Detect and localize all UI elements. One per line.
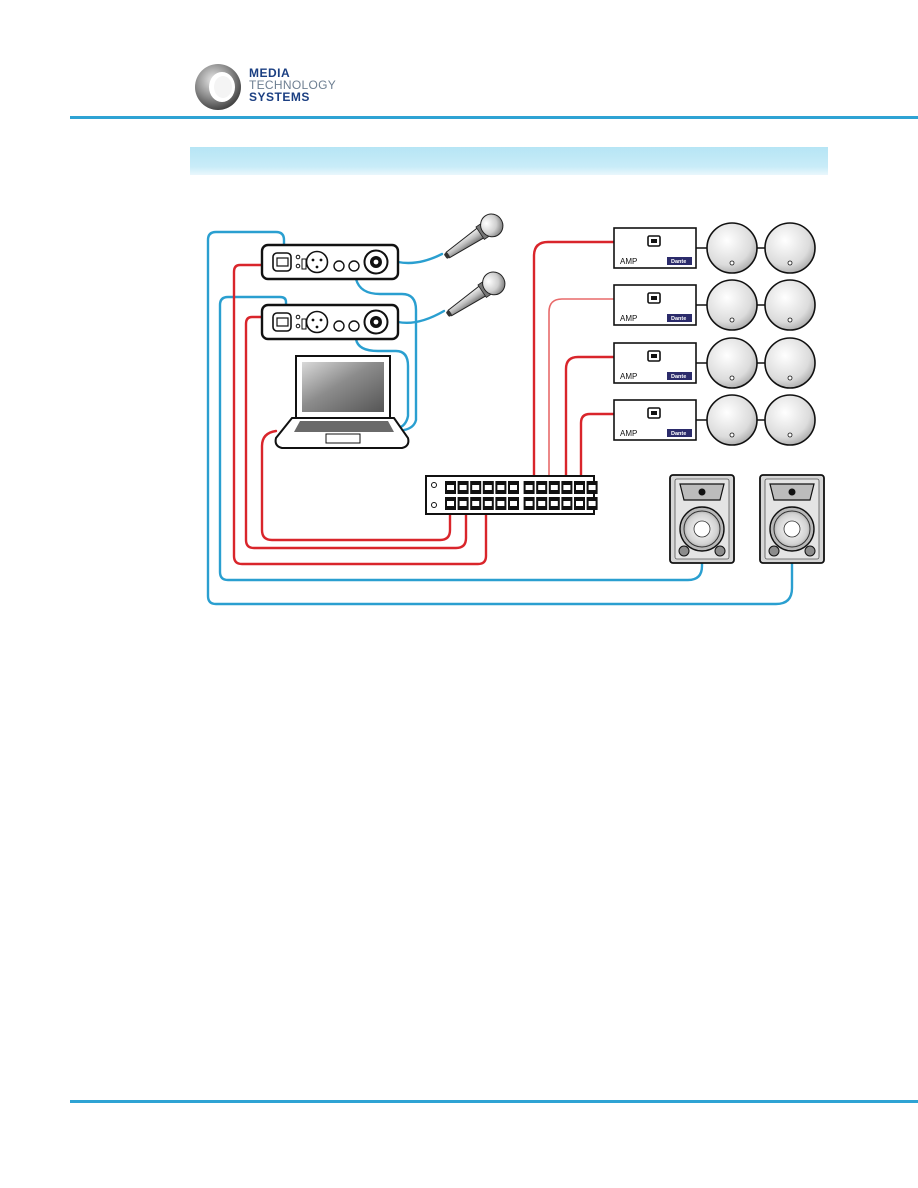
- logo-line-technology: TECHNOLOGY: [249, 78, 337, 92]
- amplifier-2: AMP Dante: [613, 284, 697, 326]
- switch-port-socket: [497, 501, 505, 506]
- amp-label: AMP: [620, 372, 637, 381]
- logo-line-media: MEDIA: [249, 66, 291, 80]
- dante-badge: Dante: [671, 431, 686, 437]
- switch-port-socket: [459, 501, 467, 506]
- amp-label: AMP: [620, 314, 637, 323]
- switch-port-socket: [538, 485, 546, 490]
- switch-port-socket: [550, 485, 558, 490]
- switch-port-socket: [447, 501, 454, 506]
- switch-port-socket: [484, 501, 492, 506]
- cable-mic1-blue: [396, 252, 444, 265]
- dante-badge: Dante: [671, 374, 686, 380]
- dante-badge: Dante: [671, 259, 686, 265]
- microphone-1-icon: [444, 213, 504, 259]
- switch-port-socket: [497, 485, 505, 490]
- amp-label: AMP: [620, 429, 637, 438]
- ceiling-speaker-row-2: [696, 279, 816, 331]
- ceiling-speaker-icon: [706, 337, 758, 389]
- switch-port-socket: [550, 501, 558, 506]
- ceiling-speaker-icon: [706, 394, 758, 446]
- ceiling-speaker-icon: [764, 222, 816, 274]
- amplifier-3: AMP Dante: [613, 342, 697, 384]
- cable-laptop-box1: [354, 277, 418, 432]
- switch-port-socket: [588, 501, 596, 506]
- switch-port-socket: [459, 485, 467, 490]
- laptop-icon: [274, 355, 410, 449]
- footer-rule: [70, 1100, 918, 1103]
- switch-port-socket: [563, 485, 571, 490]
- ceiling-speaker-row-3: [696, 337, 816, 389]
- ceiling-speaker-icon: [706, 222, 758, 274]
- section-title-band: [190, 147, 828, 175]
- cable-speaker2-blue: [206, 230, 794, 606]
- switch-port-socket: [588, 485, 596, 490]
- amp-label: AMP: [620, 257, 637, 266]
- switch-port-socket: [525, 501, 533, 506]
- cable-amp4-red: [579, 412, 616, 478]
- loudspeaker-1-icon: [669, 474, 735, 564]
- loudspeaker-2-icon: [759, 474, 825, 564]
- red-cables: [232, 240, 616, 566]
- switch-port-socket: [525, 485, 533, 490]
- switch-port-socket: [576, 501, 583, 506]
- cable-laptop-red: [260, 429, 452, 542]
- ceiling-speaker-row-4: [696, 394, 816, 446]
- cable-mic2-blue: [396, 309, 446, 325]
- switch-port-socket: [447, 485, 454, 490]
- ceiling-speakers: [696, 222, 816, 446]
- switch-port-socket: [510, 485, 517, 490]
- blue-cables: [206, 230, 794, 606]
- dante-badge: Dante: [671, 316, 686, 322]
- switch-port-socket: [472, 501, 480, 506]
- switch-port-socket: [510, 501, 517, 506]
- cable-speaker1-blue: [218, 295, 704, 582]
- ceiling-speaker-icon: [764, 279, 816, 331]
- header-rule: [70, 116, 918, 119]
- amplifier-1: AMP Dante: [613, 227, 697, 269]
- company-logo: MEDIA TECHNOLOGY SYSTEMS: [192, 62, 362, 112]
- switch-port-socket: [576, 485, 583, 490]
- cable-box2-red: [244, 315, 468, 550]
- switch-port-socket: [563, 501, 571, 506]
- dante-interface-1: [260, 243, 400, 281]
- cable-amp3-red: [564, 355, 616, 478]
- cable-amp2-red: [548, 298, 615, 477]
- switch-port-socket: [484, 485, 492, 490]
- ceiling-speaker-icon: [706, 279, 758, 331]
- logo-line-systems: SYSTEMS: [249, 90, 310, 104]
- network-switch: [425, 475, 598, 515]
- cable-amp1-red: [532, 240, 616, 478]
- cable-laptop-box2: [354, 337, 410, 430]
- switch-port-socket: [472, 485, 480, 490]
- amplifier-4: AMP Dante: [613, 399, 697, 441]
- ceiling-speaker-icon: [764, 394, 816, 446]
- cable-box1-red: [232, 263, 488, 566]
- logo-ring-icon: [195, 64, 241, 110]
- dante-interface-2: [260, 303, 400, 341]
- switch-port-socket: [538, 501, 546, 506]
- ceiling-speaker-icon: [764, 337, 816, 389]
- ceiling-speaker-row-1: [696, 222, 816, 274]
- microphone-2-icon: [446, 271, 506, 317]
